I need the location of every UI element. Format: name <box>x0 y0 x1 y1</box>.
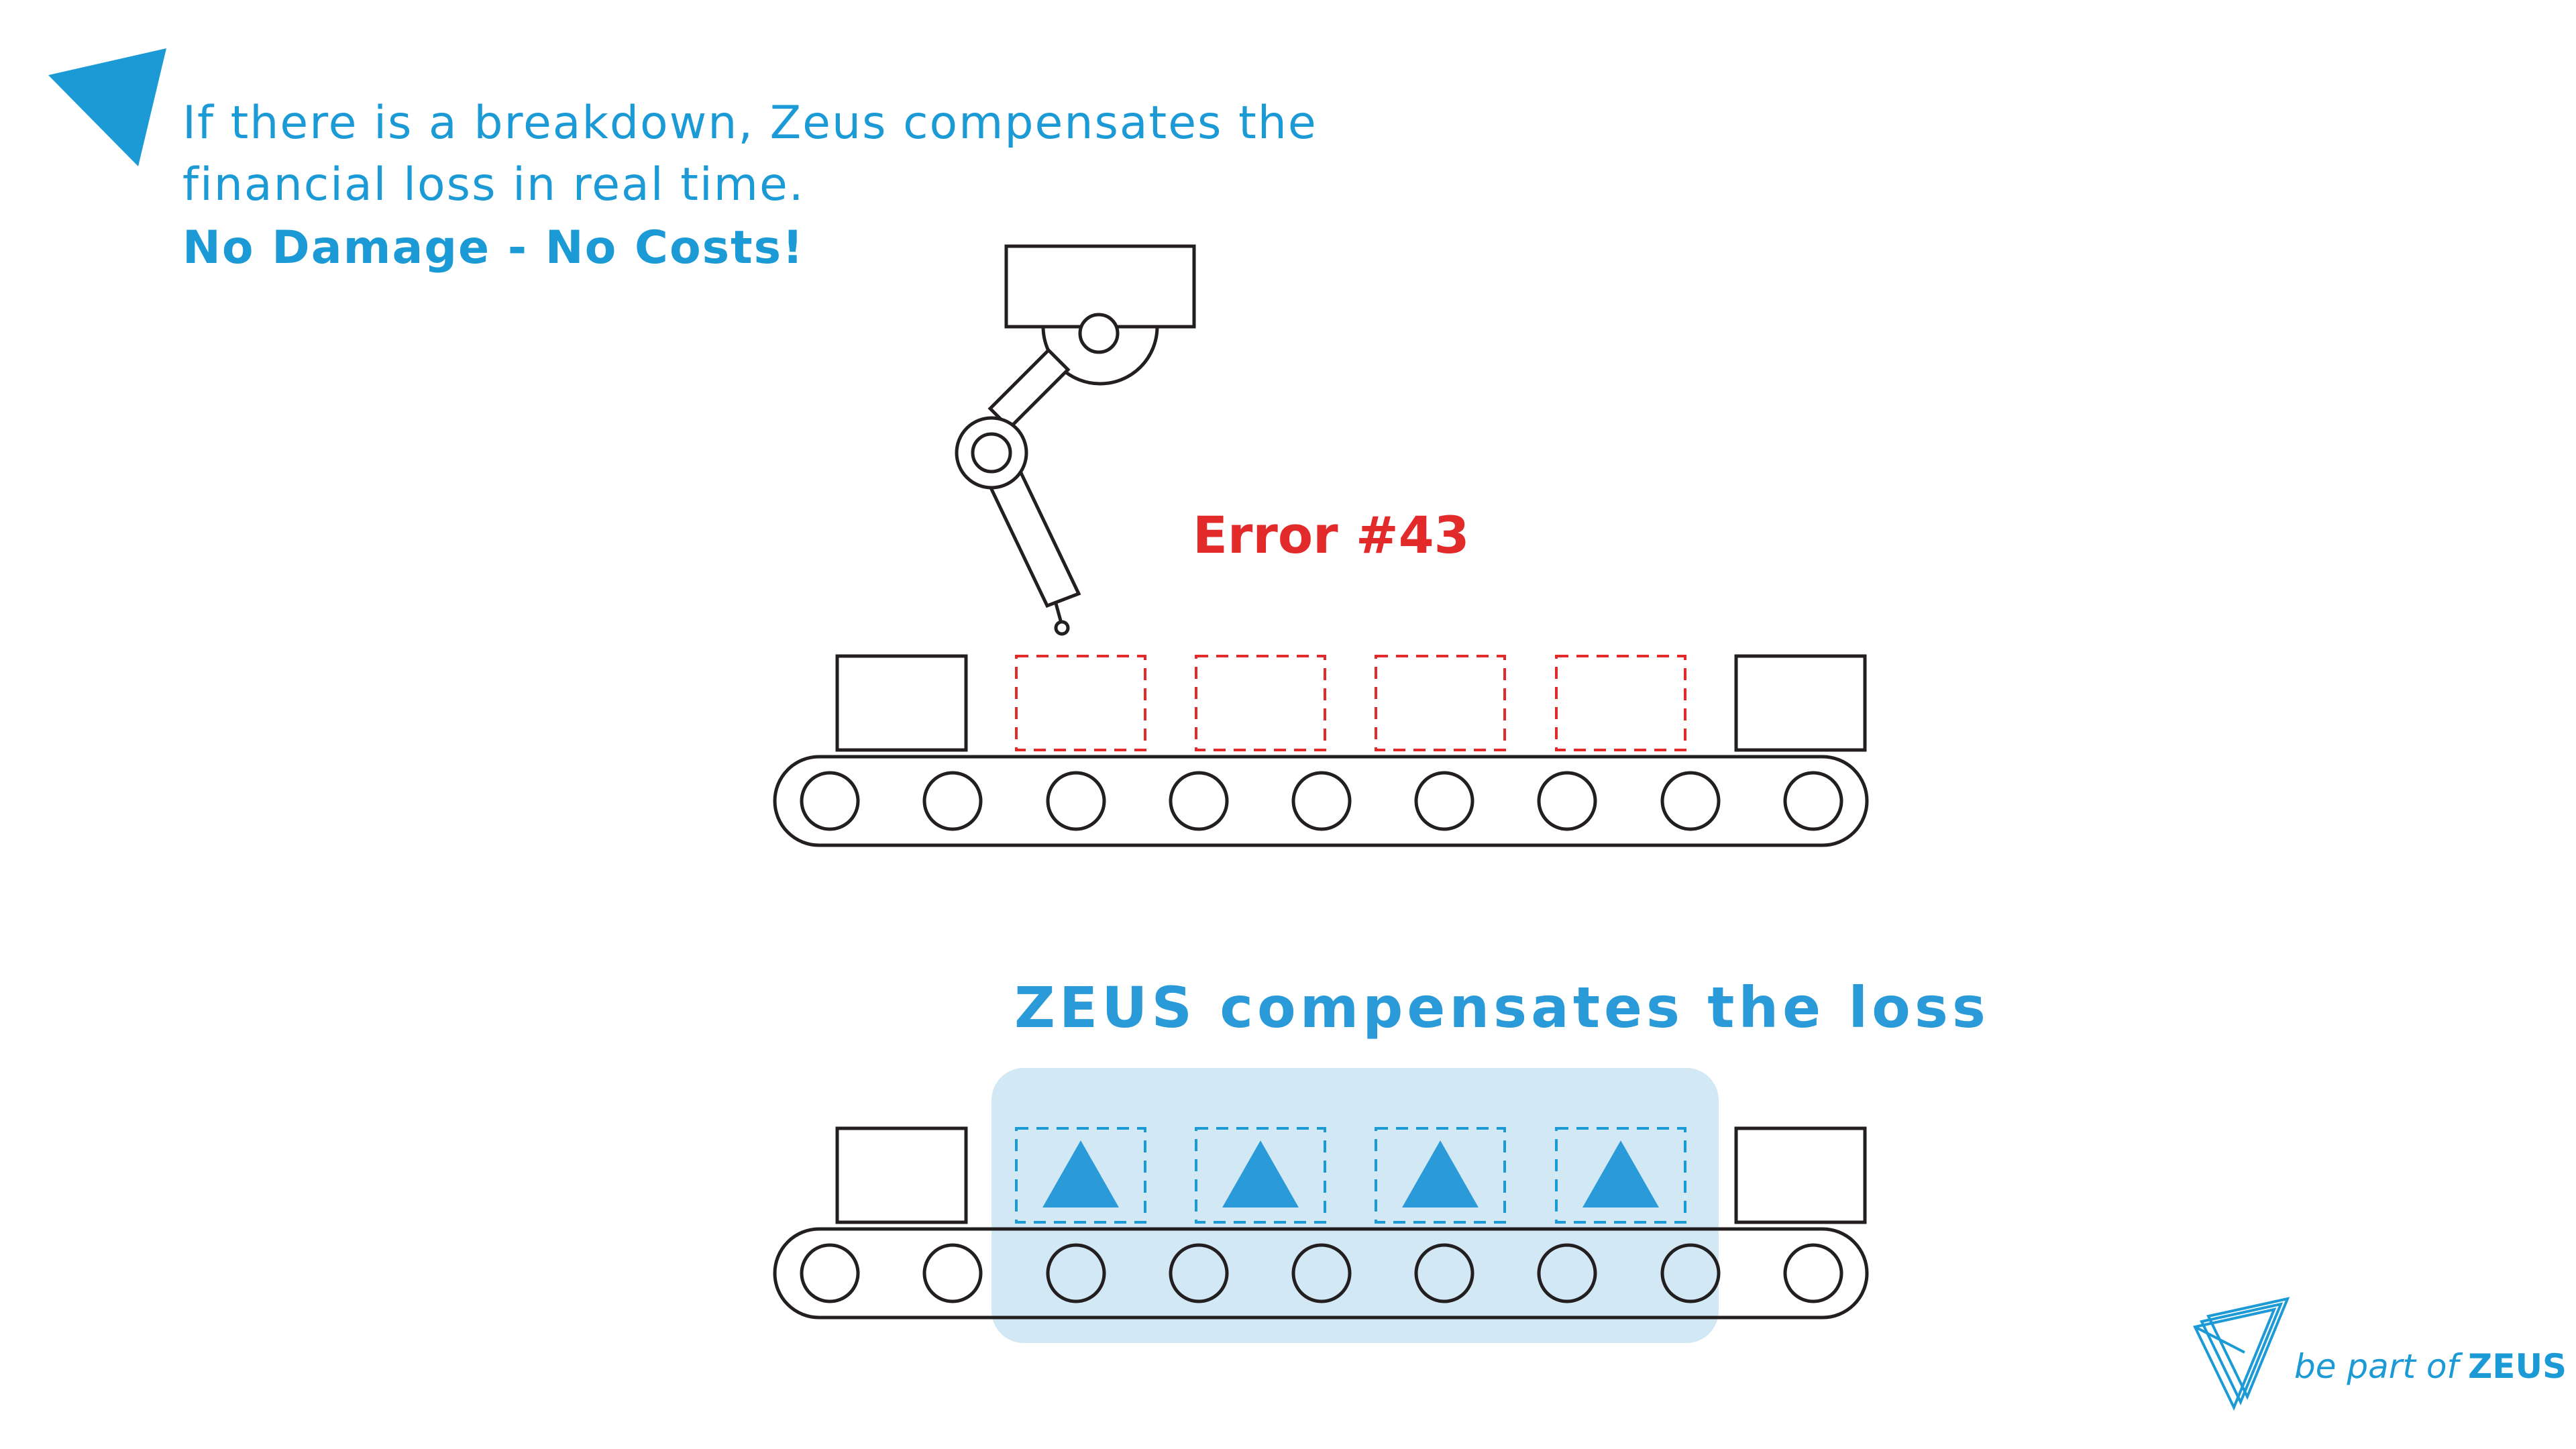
conveyor-belt-icon <box>773 755 1869 847</box>
conveyor-belt-icon <box>773 1227 1869 1320</box>
compensated-box-1 <box>1015 1127 1146 1224</box>
box-solid-right <box>1734 654 1867 752</box>
compensated-box-4 <box>1555 1127 1686 1224</box>
product-triangle-icon <box>1582 1140 1659 1208</box>
intro-slogan: No Damage - No Costs! <box>182 221 805 274</box>
product-triangle-icon <box>1222 1140 1299 1208</box>
missing-box-1 <box>1015 655 1146 751</box>
zeus-logo-icon <box>2193 1297 2290 1411</box>
intro-line-2: financial loss in real time. <box>182 158 805 211</box>
missing-box-2 <box>1195 655 1326 751</box>
compensation-highlight <box>991 1068 1719 1343</box>
box-solid-left <box>835 1126 968 1224</box>
corner-triangle-icon <box>48 48 166 166</box>
error-label: Error #43 <box>1193 505 1470 565</box>
box-solid-left <box>835 654 968 752</box>
compensated-box-2 <box>1195 1127 1326 1224</box>
robot-arm-icon <box>955 244 1196 636</box>
missing-box-3 <box>1375 655 1506 751</box>
product-triangle-icon <box>1042 1140 1119 1208</box>
tagline-brand: ZEUS <box>2468 1347 2567 1386</box>
product-triangle-icon <box>1402 1140 1479 1208</box>
compensated-box-3 <box>1375 1127 1506 1224</box>
missing-box-4 <box>1555 655 1686 751</box>
intro-line-1: If there is a breakdown, Zeus compensate… <box>182 97 1318 150</box>
loss-title: ZEUS compensates the loss <box>1014 975 1990 1040</box>
box-solid-right <box>1734 1126 1867 1224</box>
tagline-prefix: be part of <box>2294 1347 2459 1386</box>
